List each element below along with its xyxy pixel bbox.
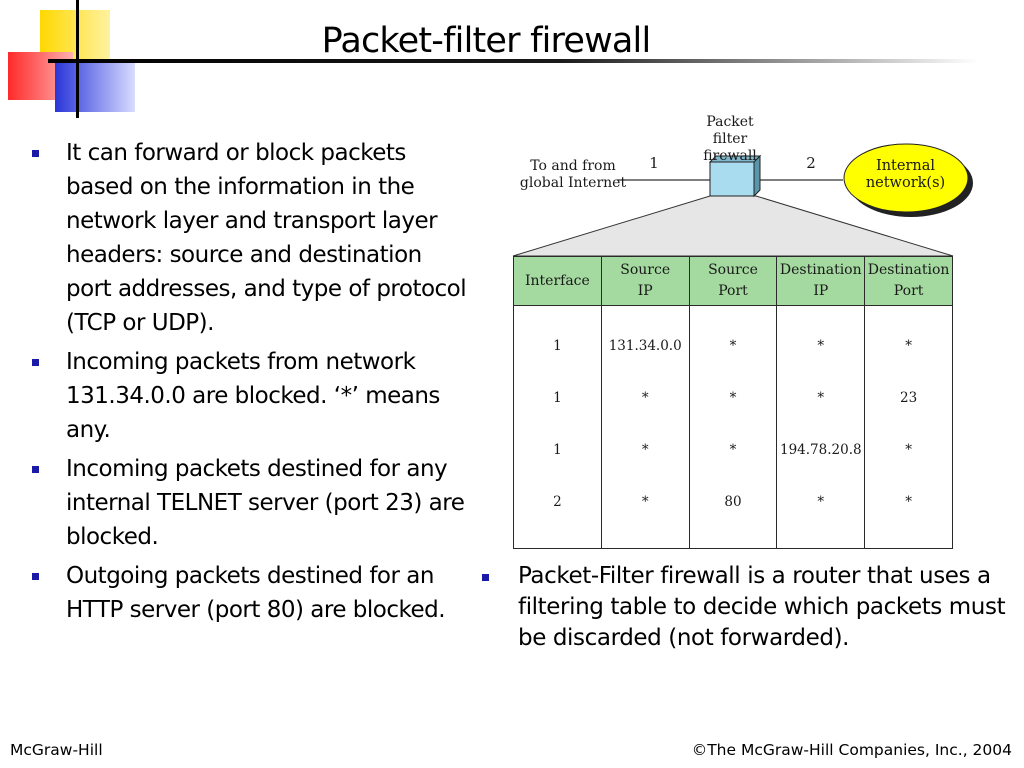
table-cell: *	[864, 476, 953, 549]
footer-publisher: McGraw-Hill	[10, 741, 103, 759]
table-cell: 1	[513, 424, 602, 476]
table-row: 1 131.34.0.0 * * *	[513, 305, 953, 372]
square-bullet-icon	[32, 150, 39, 157]
table-cell: *	[600, 372, 690, 424]
table-cell: *	[688, 372, 778, 424]
internal-network-label: Internal network(s)	[865, 158, 946, 191]
summary-bullet: Packet-Filter firewall is a router that …	[478, 561, 1024, 654]
table-cell: 1	[513, 372, 602, 424]
firewall-diagram	[512, 143, 973, 257]
table-cell: *	[688, 305, 778, 372]
square-bullet-icon	[482, 574, 489, 581]
table-cell: *	[864, 424, 953, 476]
bullet-item: It can forward or block packets based on…	[28, 136, 468, 340]
table-cell: *	[776, 476, 866, 549]
table-cell: *	[776, 305, 866, 372]
bullet-text: It can forward or block packets based on…	[66, 140, 467, 336]
bullet-item: Incoming packets destined for any intern…	[28, 452, 468, 554]
table-row: 2 * 80 * *	[513, 476, 953, 549]
column-header: Interface	[513, 256, 602, 306]
column-header: Source IP	[600, 256, 690, 306]
table-header-row: Interface Source IP Source Port Destinat…	[513, 256, 953, 306]
square-bullet-icon	[32, 466, 39, 473]
square-bullet-icon	[32, 359, 39, 366]
bullet-item: Outgoing packets destined for an HTTP se…	[28, 559, 468, 627]
bullet-text: Outgoing packets destined for an HTTP se…	[66, 563, 446, 623]
table-row: 1 * * 194.78.20.8 *	[513, 424, 953, 476]
square-bullet-icon	[32, 573, 39, 580]
link-number-2: 2	[806, 154, 816, 172]
column-header: Destination IP	[776, 256, 866, 306]
title-rule	[48, 59, 978, 63]
table-cell: *	[688, 424, 778, 476]
table-cell: 194.78.20.8	[776, 424, 866, 476]
firewall-figure: Packet filter firewall To and from globa…	[505, 110, 985, 550]
column-header: Source Port	[688, 256, 778, 306]
filtering-table: Interface Source IP Source Port Destinat…	[513, 256, 953, 549]
table-cell: *	[776, 372, 866, 424]
table-cell: 131.34.0.0	[600, 305, 690, 372]
footer-copyright: ©The McGraw-Hill Companies, Inc., 2004	[691, 741, 1012, 759]
internal-network-ellipse	[843, 143, 969, 213]
table-cell: 80	[688, 476, 778, 549]
bullet-text: Incoming packets destined for any intern…	[66, 456, 465, 550]
link-number-1: 1	[649, 154, 659, 172]
summary-text: Packet-Filter firewall is a router that …	[518, 563, 1006, 651]
table-row: 1 * * * 23	[513, 372, 953, 424]
firewall-label: Packet filter firewall	[703, 114, 757, 164]
firewall-box-icon	[709, 161, 755, 197]
bullet-list: It can forward or block packets based on…	[28, 136, 468, 632]
table-cell: *	[600, 424, 690, 476]
bullet-item: Incoming packets from network 131.34.0.0…	[28, 345, 468, 447]
bullet-text: Incoming packets from network 131.34.0.0…	[66, 349, 440, 443]
table-cell: *	[864, 305, 953, 372]
slide-title: Packet-filter firewall	[321, 21, 652, 61]
table-cell: 23	[864, 372, 953, 424]
table-cell: 1	[513, 305, 602, 372]
column-header: Destination Port	[864, 256, 953, 306]
internet-label: To and from global Internet	[519, 158, 627, 191]
table-cell: 2	[513, 476, 602, 549]
table-cell: *	[600, 476, 690, 549]
